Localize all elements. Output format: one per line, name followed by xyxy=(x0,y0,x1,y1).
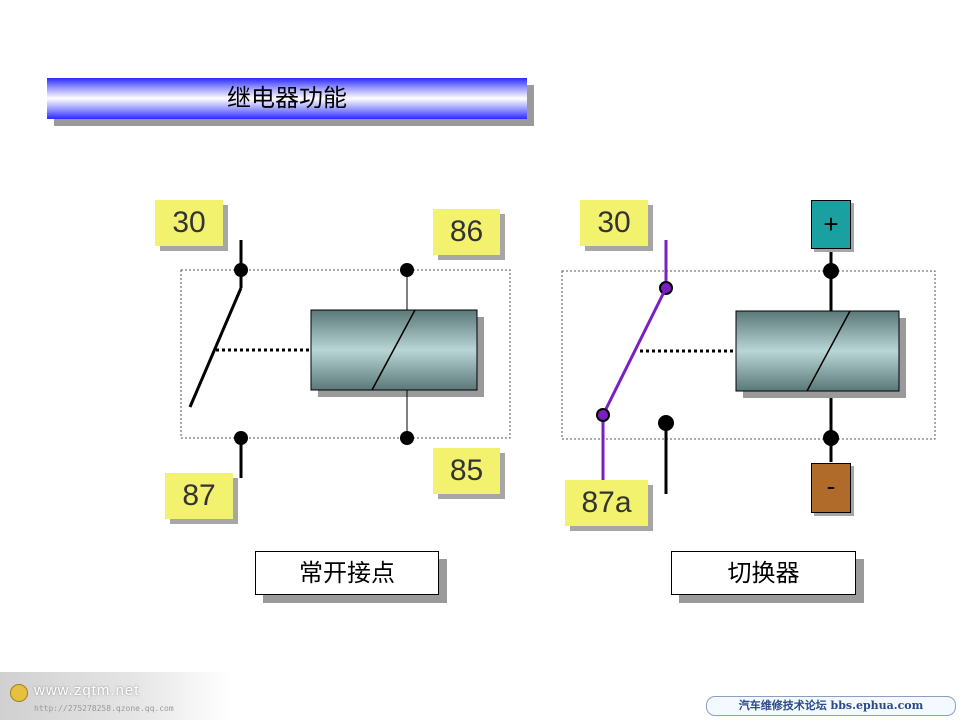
left-label-30: 30 xyxy=(155,200,223,246)
left-label-87: 87 xyxy=(165,473,233,519)
right-node-minus xyxy=(823,430,839,446)
left-relay xyxy=(180,240,511,478)
right-coil-diagonal xyxy=(806,310,851,392)
left-label-86: 86 xyxy=(433,209,500,255)
watermark-forum: 汽车维修技术论坛 bbs.ephua.com xyxy=(706,696,956,716)
watermark-left: www.zqtm.net http://275278258.qzone.qq.c… xyxy=(0,672,230,720)
left-coil-diagonal xyxy=(371,309,416,391)
right-switch-arm xyxy=(601,287,668,416)
watermark-url: http://275278258.qzone.qq.com xyxy=(34,704,174,713)
right-node-plus xyxy=(823,263,839,279)
left-relay-housing xyxy=(180,269,511,439)
watermark-badge-icon xyxy=(10,684,28,702)
left-label-85: 85 xyxy=(433,448,500,494)
title-bar: 继电器功能 xyxy=(47,78,527,119)
left-caption: 常开接点 xyxy=(255,551,439,595)
right-coil xyxy=(735,310,900,392)
left-node-86 xyxy=(400,263,414,277)
left-node-85 xyxy=(400,431,414,445)
right-node-87 xyxy=(658,415,674,431)
right-terminal-plus: + xyxy=(811,200,851,249)
page-title: 继电器功能 xyxy=(227,84,347,112)
right-label-87a: 87a xyxy=(565,480,648,526)
left-switch-arm xyxy=(188,287,243,408)
right-caption: 切换器 xyxy=(671,551,856,595)
right-label-30: 30 xyxy=(580,200,648,246)
left-node-87 xyxy=(234,431,248,445)
watermark-site: www.zqtm.net xyxy=(34,682,140,699)
right-relay xyxy=(561,240,936,494)
left-node-30 xyxy=(234,263,248,277)
right-terminal-minus: - xyxy=(811,463,851,513)
right-relay-housing xyxy=(561,270,936,440)
